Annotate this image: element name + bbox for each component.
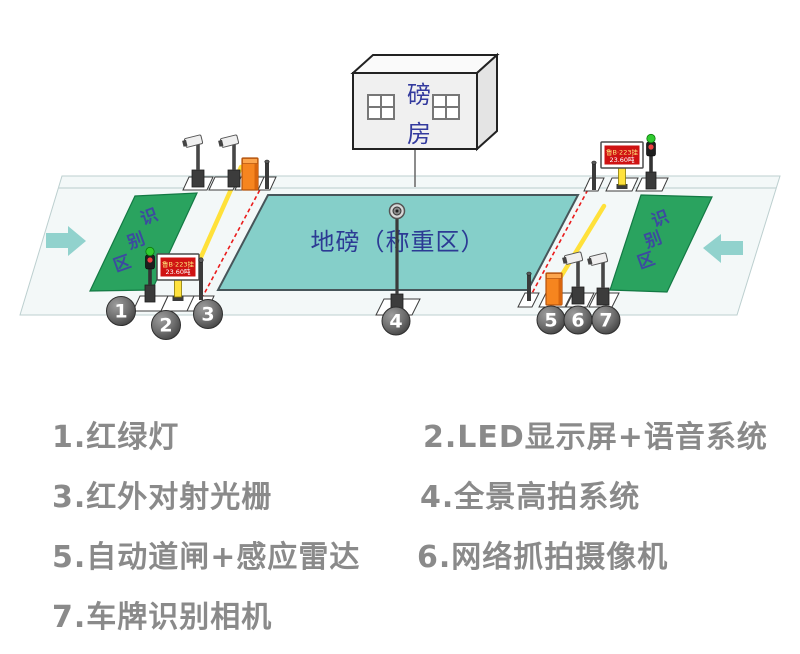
- marker-6: 6: [563, 305, 593, 335]
- marker-3: 3: [193, 299, 223, 329]
- legend-item-6: 6.网络抓拍摄像机: [417, 540, 669, 575]
- recognition-zone-right: [609, 194, 713, 293]
- infrared-beam-right: [529, 183, 592, 298]
- barrier-arm-right: [554, 203, 607, 286]
- marker-number: 7: [599, 310, 612, 332]
- zone-char: 识: [138, 205, 161, 230]
- legend-item-7: 7.车牌识别相机: [52, 600, 273, 635]
- zone-char: 别: [641, 228, 665, 253]
- legend-item-5: 5.自动道闸+感应雷达: [52, 540, 361, 575]
- recognition-zone-left-label: 识 别 区: [111, 205, 161, 277]
- building-window-left: [367, 94, 395, 120]
- direction-arrow-right-icon: [46, 226, 86, 256]
- infrared-pole-top-right: [591, 160, 597, 191]
- marker-5: 5: [536, 305, 566, 335]
- infrared-pole-bottom-right: [526, 271, 532, 302]
- traffic-light-top-right: [645, 133, 657, 190]
- infrared-beam-left: [202, 183, 264, 297]
- marker-7: 7: [591, 305, 621, 335]
- zone-char: 区: [111, 252, 134, 277]
- recognition-zone-right-label: 识 别 区: [635, 207, 672, 274]
- marker-number: 3: [201, 304, 214, 326]
- weighbridge-diagram: 鲁B·223挂 23.60吨 地磅（称重区） 识 别: [19, 52, 781, 340]
- marker-number: 1: [114, 301, 127, 323]
- marker-1: 1: [106, 296, 136, 326]
- infrared-pole-top-left: [264, 159, 270, 190]
- infrared-pole-3: [198, 257, 204, 301]
- building-side: [476, 52, 498, 152]
- zone-char: 别: [124, 229, 148, 254]
- legend-item-2: 2.LED显示屏+语音系统: [423, 420, 768, 455]
- marker-number: 2: [159, 315, 172, 337]
- legend-item-4: 4.全景高拍系统: [420, 480, 641, 515]
- building-roof: [350, 54, 500, 74]
- building-label-char: 磅: [407, 81, 431, 109]
- legend-item-1: 1.红绿灯: [52, 420, 180, 455]
- marker-number: 4: [389, 311, 402, 333]
- zone-char: 区: [635, 249, 658, 274]
- weigh-house: 磅 房: [350, 52, 500, 187]
- barrier-cabinet-top-left: [241, 157, 259, 191]
- marker-2: 2: [151, 310, 181, 340]
- marker-number: 5: [544, 310, 557, 332]
- barrier-cabinet-5: [545, 272, 563, 306]
- direction-arrow-left-icon: [703, 234, 743, 263]
- building-window-right: [432, 94, 460, 120]
- building-label-char: 房: [407, 120, 431, 148]
- marker-number: 6: [571, 310, 584, 332]
- legend-item-3: 3.红外对射光栅: [52, 480, 273, 515]
- marker-4: 4: [381, 306, 411, 336]
- zone-char: 识: [649, 207, 672, 232]
